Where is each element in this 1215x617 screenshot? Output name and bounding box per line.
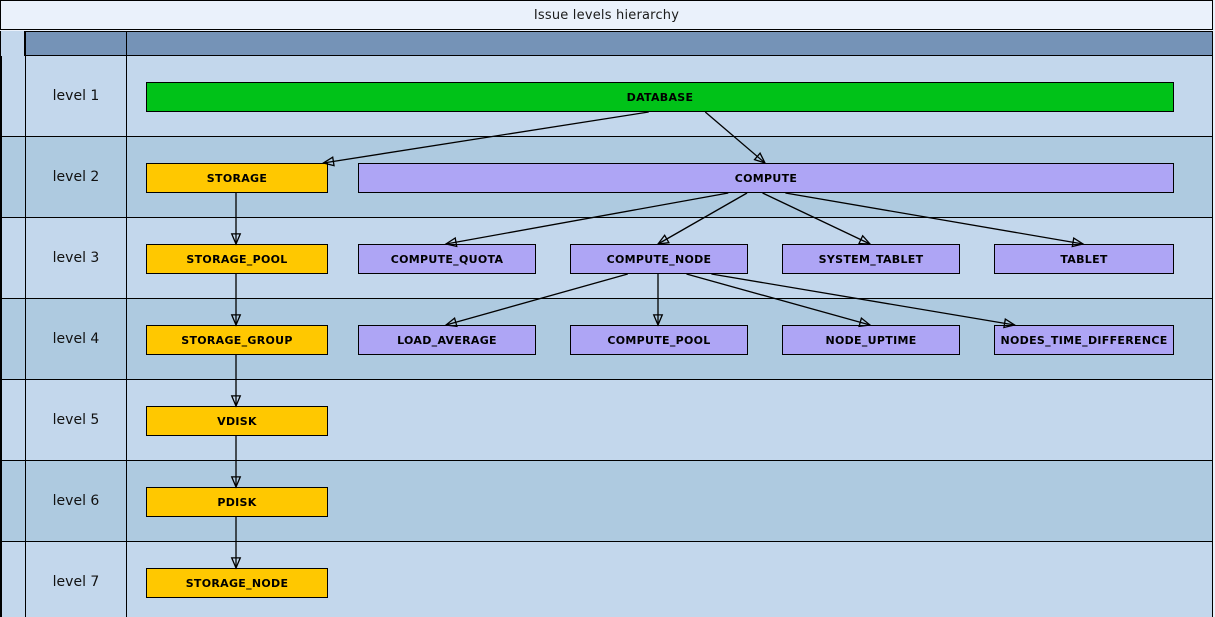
column-header-level-cell (26, 32, 127, 55)
node-label: SYSTEM_TABLET (818, 252, 924, 266)
node-label: STORAGE_NODE (185, 576, 289, 590)
node-storage_group[interactable]: STORAGE_GROUP (146, 325, 328, 355)
level-label-text: level 3 (52, 250, 100, 266)
page-title: Issue levels hierarchy (533, 7, 680, 23)
node-compute_pool[interactable]: COMPUTE_POOL (570, 325, 748, 355)
level-row-7: level 7 STORAGE_NODE (1, 542, 1213, 617)
level-label-text: level 4 (52, 331, 100, 347)
node-compute_node[interactable]: COMPUTE_NODE (570, 244, 748, 274)
node-nodes_time_difference[interactable]: NODES_TIME_DIFFERENCE (994, 325, 1174, 355)
node-storage_pool[interactable]: STORAGE_POOL (146, 244, 328, 274)
level-row-body-1: DATABASE (127, 56, 1212, 136)
node-storage_node[interactable]: STORAGE_NODE (146, 568, 328, 598)
level-row-body-7: STORAGE_NODE (127, 542, 1212, 617)
level-label-3: level 3 (26, 218, 127, 298)
level-label-5: level 5 (26, 380, 127, 460)
level-row-5: level 5 VDISK (1, 380, 1213, 461)
node-label: NODES_TIME_DIFFERENCE (1000, 333, 1168, 347)
row-gutter-cell (2, 461, 26, 541)
node-storage[interactable]: STORAGE (146, 163, 328, 193)
row-gutter-cell (2, 137, 26, 217)
node-system_tablet[interactable]: SYSTEM_TABLET (782, 244, 960, 274)
level-label-7: level 7 (26, 542, 127, 617)
node-label: COMPUTE_NODE (606, 252, 712, 266)
level-row-3: level 3 STORAGE_POOL COMPUTE_QUOTA COMPUTE_… (1, 218, 1213, 299)
row-gutter-cell (2, 218, 26, 298)
node-label: NODE_UPTIME (825, 333, 917, 347)
level-label-2: level 2 (26, 137, 127, 217)
node-label: VDISK (217, 414, 257, 428)
row-gutter-cell (2, 56, 26, 136)
level-label-6: level 6 (26, 461, 127, 541)
level-row-body-3: STORAGE_POOL COMPUTE_QUOTA COMPUTE_NODE SYS… (127, 218, 1212, 298)
diagram-title-bar: Issue levels hierarchy (0, 0, 1213, 30)
level-row-2: level 2 STORAGE COMPUTE (1, 137, 1213, 218)
row-gutter-cell (2, 542, 26, 617)
column-header-band (25, 31, 1213, 56)
level-row-6: level 6 PDISK (1, 461, 1213, 542)
level-row-body-4: STORAGE_GROUP LOAD_AVERAGE COMPUTE_POOL NOD… (127, 299, 1212, 379)
level-label-text: level 7 (52, 574, 100, 590)
node-label: COMPUTE (734, 171, 798, 185)
node-label: STORAGE (206, 171, 268, 185)
level-row-body-6: PDISK (127, 461, 1212, 541)
node-label: STORAGE_GROUP (181, 333, 293, 347)
node-compute[interactable]: COMPUTE (358, 163, 1174, 193)
level-row-body-2: STORAGE COMPUTE (127, 137, 1212, 217)
level-label-4: level 4 (26, 299, 127, 379)
level-row-1: level 1 DATABASE (1, 56, 1213, 137)
node-label: LOAD_AVERAGE (397, 333, 497, 347)
level-label-text: level 1 (52, 88, 100, 104)
node-label: COMPUTE_POOL (607, 333, 711, 347)
row-gutter-cell (2, 380, 26, 460)
level-label-1: level 1 (26, 56, 127, 136)
level-label-text: level 2 (52, 169, 100, 185)
node-database[interactable]: DATABASE (146, 82, 1174, 112)
node-load_average[interactable]: LOAD_AVERAGE (358, 325, 536, 355)
level-row-4: level 4 STORAGE_GROUP LOAD_AVERAGE COMPUTE_… (1, 299, 1213, 380)
node-node_uptime[interactable]: NODE_UPTIME (782, 325, 960, 355)
node-label: PDISK (217, 495, 257, 509)
node-tablet[interactable]: TABLET (994, 244, 1174, 274)
node-compute_quota[interactable]: COMPUTE_QUOTA (358, 244, 536, 274)
level-row-body-5: VDISK (127, 380, 1212, 460)
node-pdisk[interactable]: PDISK (146, 487, 328, 517)
level-label-text: level 6 (52, 493, 100, 509)
node-label: TABLET (1060, 252, 1108, 266)
node-vdisk[interactable]: VDISK (146, 406, 328, 436)
row-gutter-cell (2, 299, 26, 379)
node-label: COMPUTE_QUOTA (390, 252, 504, 266)
node-label: DATABASE (626, 90, 694, 104)
node-label: STORAGE_POOL (186, 252, 288, 266)
level-label-text: level 5 (52, 412, 100, 428)
